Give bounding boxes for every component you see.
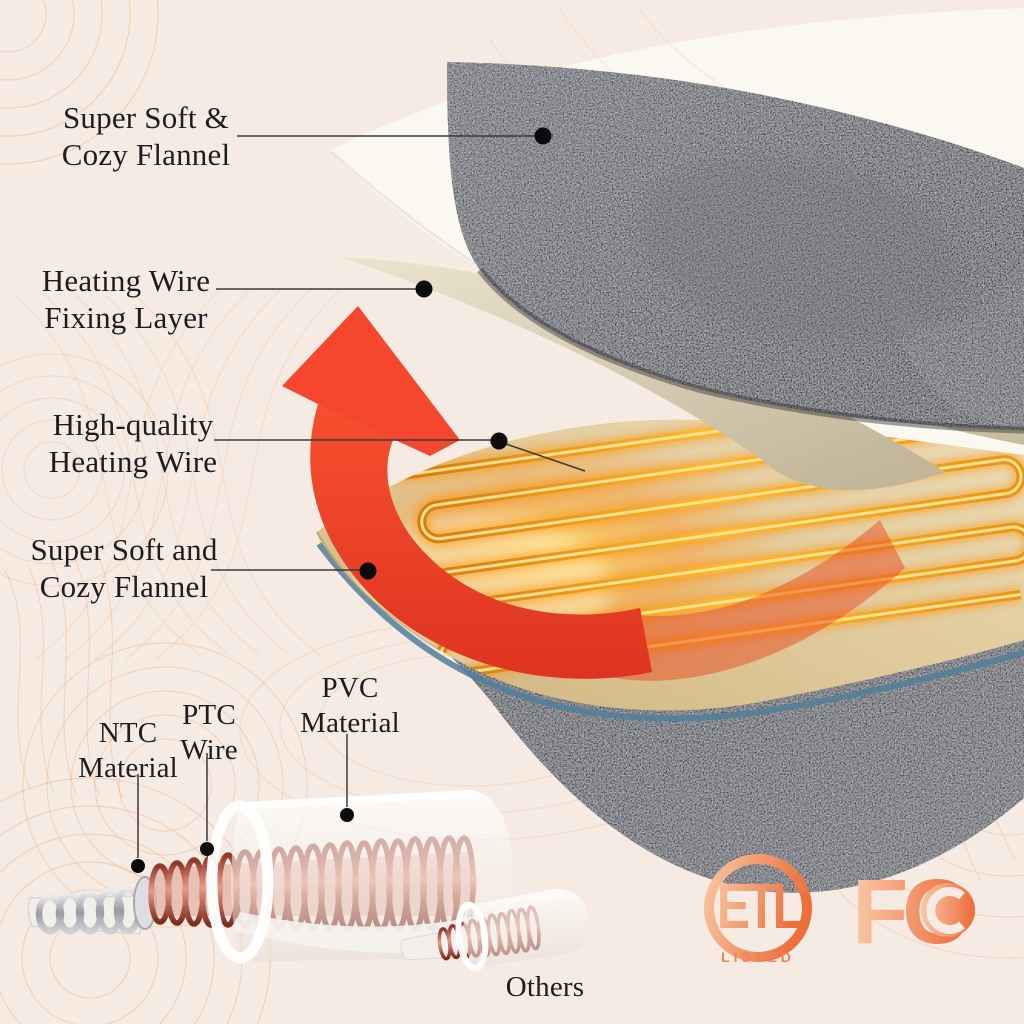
top-flannel-layer: [447, 62, 1024, 434]
leader-dot-fixing-layer: [415, 280, 433, 298]
callout-fixing-layer-line2: Fixing Layer: [44, 300, 208, 335]
contour-left-waves: [4, 551, 123, 799]
flannel-blue-rim: [316, 542, 1024, 722]
ntc-silver-spiral: [35, 885, 143, 935]
cable-small-tube: [463, 888, 590, 968]
callout-heating-wire-line1: High-quality: [52, 407, 214, 442]
red-arrow-head: [282, 306, 460, 456]
callout-fixing-layer-line1: Heating Wire: [41, 263, 211, 298]
etl-listed-logo: ETL ® LISTED: [704, 854, 812, 965]
callout-pvc-line1: PVC: [321, 672, 379, 704]
callout-flannel-bottom-line1: Super Soft and: [30, 532, 218, 567]
top-flannel-sheen: [637, 157, 963, 343]
fixing-layer-sheet: [336, 256, 945, 490]
cable-small-rod: [400, 931, 443, 961]
callout-others: Others: [505, 971, 585, 1003]
leader-dot-flannel-bottom: [359, 562, 377, 580]
top-flannel-bottom-lip: [477, 267, 1024, 434]
blanket-layer-stack: [282, 8, 1024, 893]
contour-top-left: [0, 0, 159, 165]
callout-flannel-bottom-line2: Cozy Flannel: [39, 569, 209, 604]
certification-logos: ETL ® LISTED FC: [704, 854, 975, 965]
callout-ntc-line1: NTC: [98, 717, 158, 749]
callout-ptc-line1: PTC: [182, 699, 236, 731]
red-arrow-shaft: [310, 404, 652, 679]
leader-line-heating-wire-tail: [505, 443, 586, 472]
red-arrow: [282, 306, 652, 679]
fcc-disc-c-groove: [926, 887, 965, 934]
contour-left-rings: [0, 353, 169, 587]
leader-dot-ntc: [131, 859, 145, 873]
callout-flannel-top-line1: Super Soft &: [62, 100, 229, 135]
leader-dot-flannel-top: [534, 127, 552, 145]
callout-ptc-wire: PTC Wire: [163, 698, 255, 768]
etl-listed-text: LISTED: [721, 949, 795, 965]
callout-ntc-material: NTC Material: [70, 716, 186, 786]
callout-pvc-material: PVC Material: [291, 671, 409, 741]
etl-monogram: ETL: [717, 871, 802, 942]
callout-heating-wire-line2: Heating Wire: [48, 444, 218, 479]
pvc-tube: [231, 790, 512, 962]
cable-small-rim: [455, 901, 489, 972]
top-flannel-curl: [868, 170, 1024, 429]
leader-lines: [131, 127, 586, 873]
callout-flannel-top: Super Soft & Cozy Flannel: [30, 99, 262, 173]
heating-cable-cutaway: [27, 790, 590, 972]
etl-registered-mark: ®: [794, 878, 807, 897]
callout-flannel-bottom: Super Soft and Cozy Flannel: [12, 531, 236, 605]
leader-dot-pvc: [340, 808, 354, 822]
cable-small: [400, 888, 590, 972]
pvc-tube-top-highlight: [244, 790, 472, 810]
callout-heating-wire: High-quality Heating Wire: [26, 406, 240, 480]
leader-dot-heating-wire: [490, 432, 508, 450]
contour-mesh: [14, 289, 341, 661]
callout-flannel-top-line2: Cozy Flannel: [61, 137, 231, 172]
fcc-logo: FC: [852, 861, 975, 963]
leader-dot-ptc: [200, 842, 214, 856]
callout-ntc-line2: Material: [78, 752, 178, 784]
callout-pvc-line2: Material: [300, 707, 400, 739]
pvc-tube-opening-rim: [206, 800, 274, 964]
callout-fixing-layer: Heating Wire Fixing Layer: [18, 262, 234, 336]
etl-ring: [704, 854, 812, 962]
callout-ptc-line2: Wire: [180, 734, 238, 766]
red-arrow-sweep: [610, 520, 905, 681]
